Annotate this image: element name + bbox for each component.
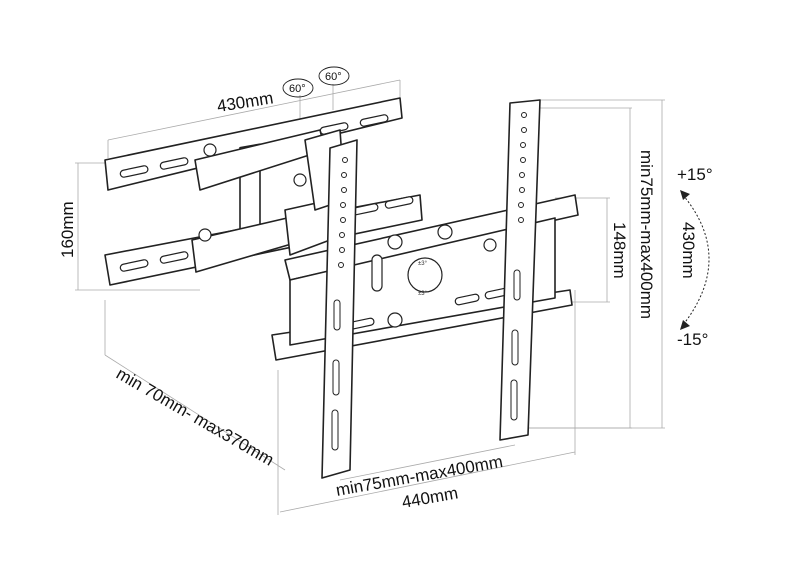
extension-range-label: min 70mm- max370mm [113, 364, 277, 470]
crossbar-height-label: 148mm [610, 222, 629, 279]
dimension-lines [75, 79, 665, 515]
rotation-top-label: ±3° [418, 261, 428, 267]
vesa-vertical-label: min75mm-max400mm [637, 150, 656, 319]
swivel-2-oval [318, 66, 350, 86]
swivel-1-oval [282, 78, 314, 98]
tv-crossbars: ±3° ±3° [271, 194, 579, 361]
swivel-1-label: 60° [289, 83, 306, 95]
bracket-height-label: 430mm [679, 222, 698, 279]
tilt-down-arrow-icon [680, 320, 690, 330]
tilt-down-label: -15° [677, 330, 708, 349]
rotation-bottom-label: ±3° [418, 291, 428, 297]
wall-plate-height-label: 160mm [58, 201, 77, 258]
swivel-2-label: 60° [325, 71, 342, 83]
tilt-arc [682, 194, 710, 326]
tilt-up-arrow-icon [680, 190, 690, 200]
bracket-width-label: 440mm [400, 483, 459, 512]
tv-vertical-rails [321, 99, 541, 479]
tilt-up-label: +15° [677, 165, 713, 184]
